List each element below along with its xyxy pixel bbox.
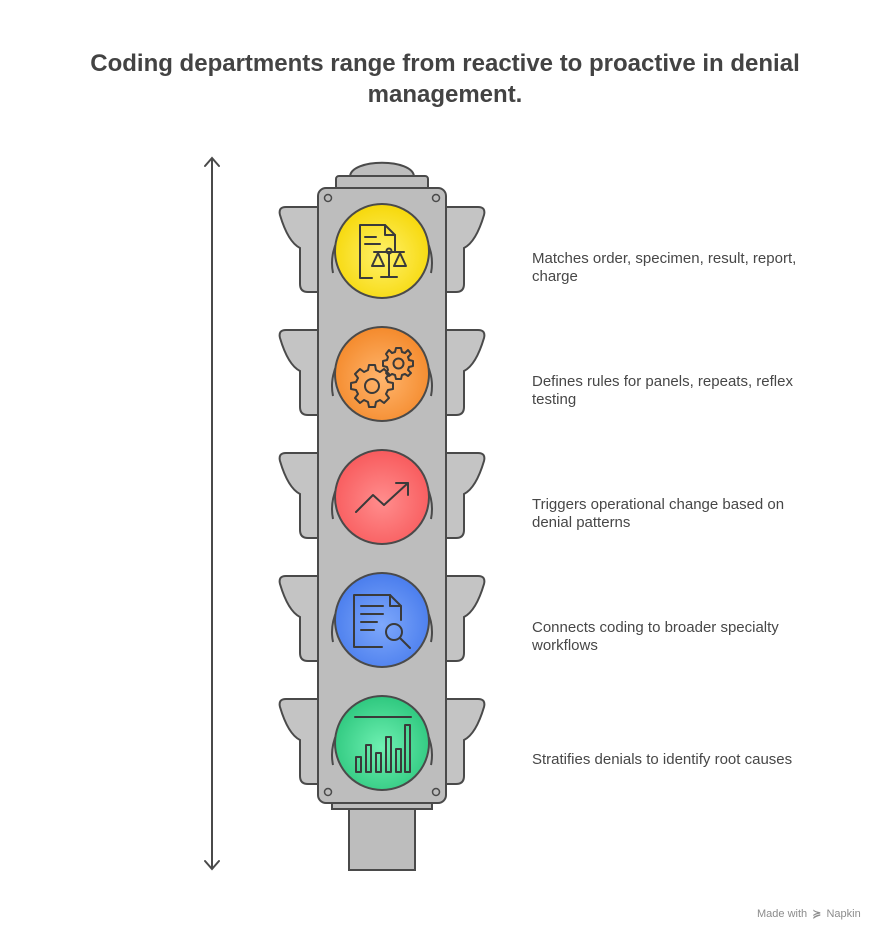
document-scale-icon [359,224,407,279]
light-visors [278,206,486,785]
napkin-logo-icon: ≽ [812,908,822,920]
stage-label-5: Stratifies denials to identify root caus… [532,751,793,768]
stage-label-4: Connects coding to broader specialty wor… [532,619,779,654]
lamp-orange [331,326,433,422]
traffic-light-top-cap [335,161,429,191]
scale-arrow [204,156,220,871]
lamp-yellow [331,203,433,299]
trend-up-icon [355,482,409,513]
stage-label-2: Defines rules for panels, repeats, refle… [532,373,793,408]
housing-bolts [323,193,441,797]
gears-icon [350,347,414,408]
lamp-blue [331,572,433,668]
document-search-icon [353,594,411,649]
diagram-title: Coding departments range from reactive t… [0,48,890,110]
title-line-1: Coding departments range from reactive t… [90,50,800,77]
made-with-napkin-badge[interactable]: Made with ≽ Napkin [757,907,861,920]
stage-label-3: Triggers operational change based on den… [532,496,785,531]
bar-chart-icon [354,716,412,773]
title-line-2: management. [367,81,523,108]
brand-name: Napkin [826,908,861,920]
lamp-red [331,449,433,545]
traffic-light-pole [348,807,416,871]
lamp-green [331,695,433,791]
made-with-label: Made with [757,908,808,920]
stage-label-1: Matches order, specimen, result, report,… [532,250,797,285]
